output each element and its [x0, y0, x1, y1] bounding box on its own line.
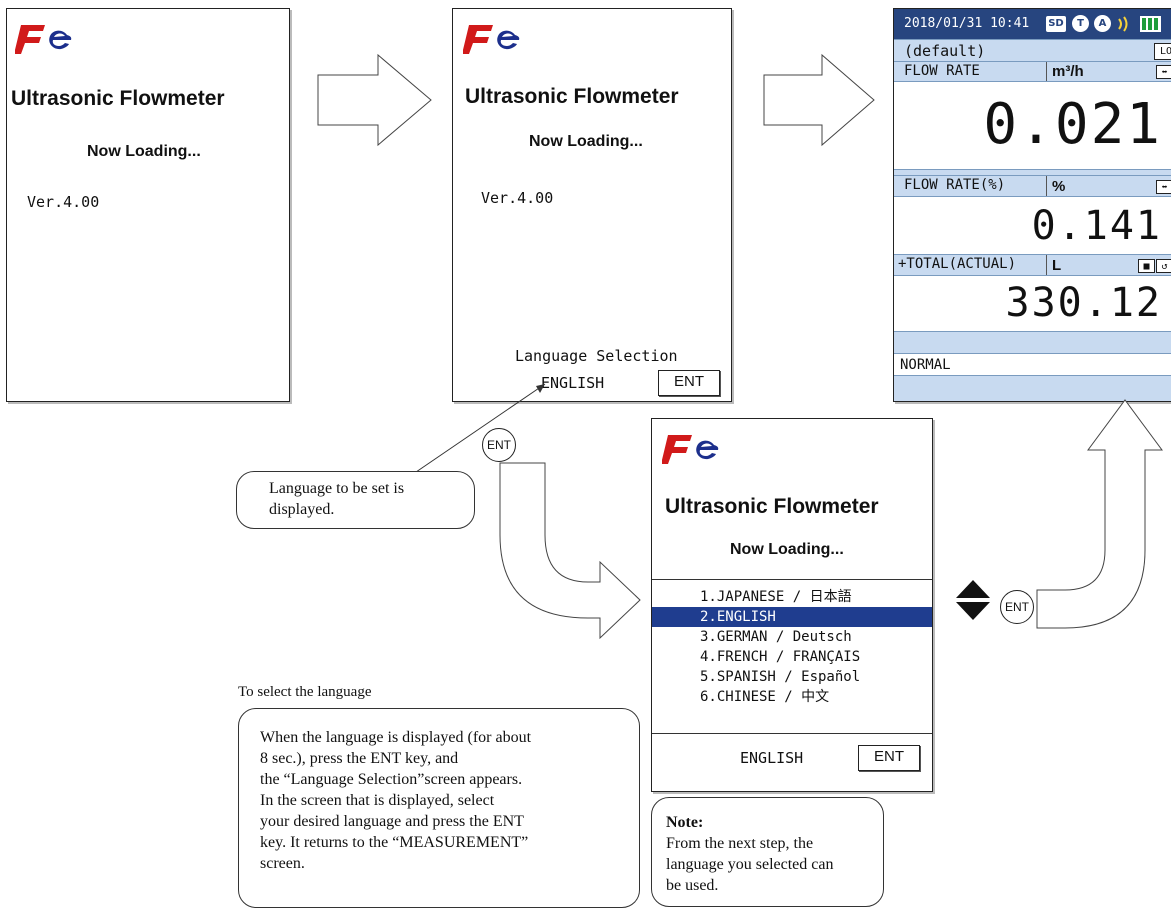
- value-panel-3: 330.12: [894, 275, 1171, 332]
- brand-title: Ultrasonic Flowmeter: [665, 495, 879, 518]
- switch-arrows-icon[interactable]: ⬌: [1156, 65, 1171, 79]
- language-option-french[interactable]: 4.FRENCH / FRANÇAIS: [700, 649, 861, 665]
- language-option-japanese[interactable]: 1.JAPANESE / 日本語: [700, 589, 852, 605]
- current-language: ENGLISH: [740, 749, 804, 767]
- curved-up-arrow-icon: [1036, 399, 1163, 629]
- separator-band: [894, 169, 1171, 176]
- language-displayed-callout: Language to be set is displayed.: [236, 471, 475, 529]
- right-arrow-icon: [317, 53, 432, 147]
- row-unit: L: [1046, 255, 1061, 276]
- profile-row: (default) LOG: [894, 39, 1171, 61]
- pointer-line: [396, 383, 546, 486]
- version-text: Ver.4.00: [481, 189, 554, 207]
- callout-line: be used.: [666, 877, 719, 894]
- language-option-chinese[interactable]: 6.CHINESE / 中文: [700, 689, 830, 705]
- alarm-icon: A: [1094, 15, 1111, 32]
- total-value: 330.12: [1005, 280, 1162, 326]
- value-panel-1: 0.021: [894, 81, 1171, 170]
- stop-icon[interactable]: ■: [1138, 259, 1155, 273]
- callout-line: displayed.: [269, 501, 335, 518]
- startup-screen-1: Ultrasonic Flowmeter Now Loading... Ver.…: [6, 8, 290, 402]
- note-callout: Note: From the next step, the language y…: [651, 797, 884, 907]
- ent-button[interactable]: ENT: [658, 370, 720, 396]
- ent-key[interactable]: ENT: [482, 428, 516, 462]
- value-panel-2: 0.141: [894, 196, 1171, 255]
- callout-line: From the next step, the: [666, 835, 814, 852]
- callout-line: key. It returns to the “MEASUREMENT”: [260, 834, 529, 851]
- measurement-screen: 2018/01/31 10:41 SD T A (default) LOG FL…: [893, 8, 1171, 402]
- callout-line: In the screen that is displayed, select: [260, 792, 495, 809]
- callout-line: language you selected can: [666, 856, 834, 873]
- language-list: 1.JAPANESE / 日本語 2.ENGLISH 3.GERMAN / De…: [652, 587, 932, 715]
- log-button[interactable]: LOG: [1154, 43, 1171, 60]
- row-label: FLOW RATE: [904, 63, 980, 79]
- row-unit: m³/h: [1046, 62, 1084, 82]
- loading-text: Now Loading...: [87, 143, 201, 160]
- select-language-heading: To select the language: [238, 684, 372, 700]
- language-option-english[interactable]: 2.ENGLISH: [652, 607, 932, 627]
- divider: [652, 579, 932, 580]
- divider: [652, 733, 932, 734]
- bottom-band: [894, 375, 1171, 401]
- switch-arrows-icon[interactable]: ⬌: [1156, 180, 1171, 194]
- version-text: Ver.4.00: [27, 193, 100, 211]
- datetime: 2018/01/31 10:41: [904, 16, 1030, 31]
- flow-rate-percent-value: 0.141: [1031, 203, 1162, 249]
- row-label: FLOW RATE(%): [904, 177, 1006, 193]
- current-language: ENGLISH: [541, 374, 605, 392]
- loading-text: Now Loading...: [529, 133, 643, 150]
- right-arrow-icon: [763, 53, 875, 147]
- callout-line: screen.: [260, 855, 305, 872]
- loading-text: Now Loading...: [730, 541, 844, 558]
- curved-arrow-icon: [499, 462, 641, 640]
- measurement-row-1: FLOW RATE m³/h ⬌: [894, 61, 1171, 82]
- language-selection-label: Language Selection: [515, 347, 678, 365]
- measurement-row-3: +TOTAL(ACTUAL) L ■ ↺: [894, 254, 1171, 276]
- pointer-arrowhead: [536, 384, 545, 393]
- language-selection-screen: Ultrasonic Flowmeter Now Loading... 1.JA…: [651, 418, 933, 792]
- totalizer-icon: T: [1072, 15, 1089, 32]
- down-triangle-icon: [956, 602, 990, 620]
- select-language-callout: When the language is displayed (for abou…: [238, 708, 640, 908]
- callout-line: your desired language and press the ENT: [260, 813, 524, 830]
- fe-logo-icon: [463, 25, 520, 54]
- brand-title: Ultrasonic Flowmeter: [465, 85, 679, 108]
- sd-card-icon: SD: [1046, 16, 1066, 32]
- ent-key[interactable]: ENT: [1000, 590, 1034, 624]
- callout-line: Language to be set is: [269, 480, 405, 497]
- callout-line: When the language is displayed (for abou…: [260, 729, 532, 746]
- fe-logo-icon: [662, 435, 719, 464]
- battery-icon: [1140, 16, 1161, 32]
- profile-name: (default): [904, 42, 986, 60]
- startup-screen-2: Ultrasonic Flowmeter Now Loading... Ver.…: [452, 8, 732, 402]
- fe-logo-icon: [15, 25, 72, 54]
- callout-line: the “Language Selection”screen appears.: [260, 771, 523, 788]
- up-triangle-icon: [956, 580, 990, 598]
- status-text: NORMAL: [900, 357, 951, 373]
- ent-button[interactable]: ENT: [858, 745, 920, 771]
- measurement-row-2: FLOW RATE(%) % ⬌: [894, 175, 1171, 197]
- separator-band: [894, 331, 1171, 354]
- language-option-spanish[interactable]: 5.SPANISH / Español: [700, 669, 861, 685]
- reset-icon[interactable]: ↺: [1156, 259, 1171, 273]
- language-option-german[interactable]: 3.GERMAN / Deutsch: [700, 629, 852, 645]
- status-row: NORMAL: [894, 353, 1171, 375]
- row-unit: %: [1046, 176, 1065, 197]
- flow-rate-value: 0.021: [983, 92, 1162, 157]
- brand-title: Ultrasonic Flowmeter: [11, 87, 225, 110]
- note-title: Note:: [666, 814, 704, 831]
- row-label: +TOTAL(ACTUAL): [898, 256, 1017, 272]
- status-bar: 2018/01/31 10:41 SD T A: [894, 9, 1171, 39]
- callout-line: 8 sec.), press the ENT key, and: [260, 750, 459, 767]
- signal-icon: [1118, 16, 1128, 32]
